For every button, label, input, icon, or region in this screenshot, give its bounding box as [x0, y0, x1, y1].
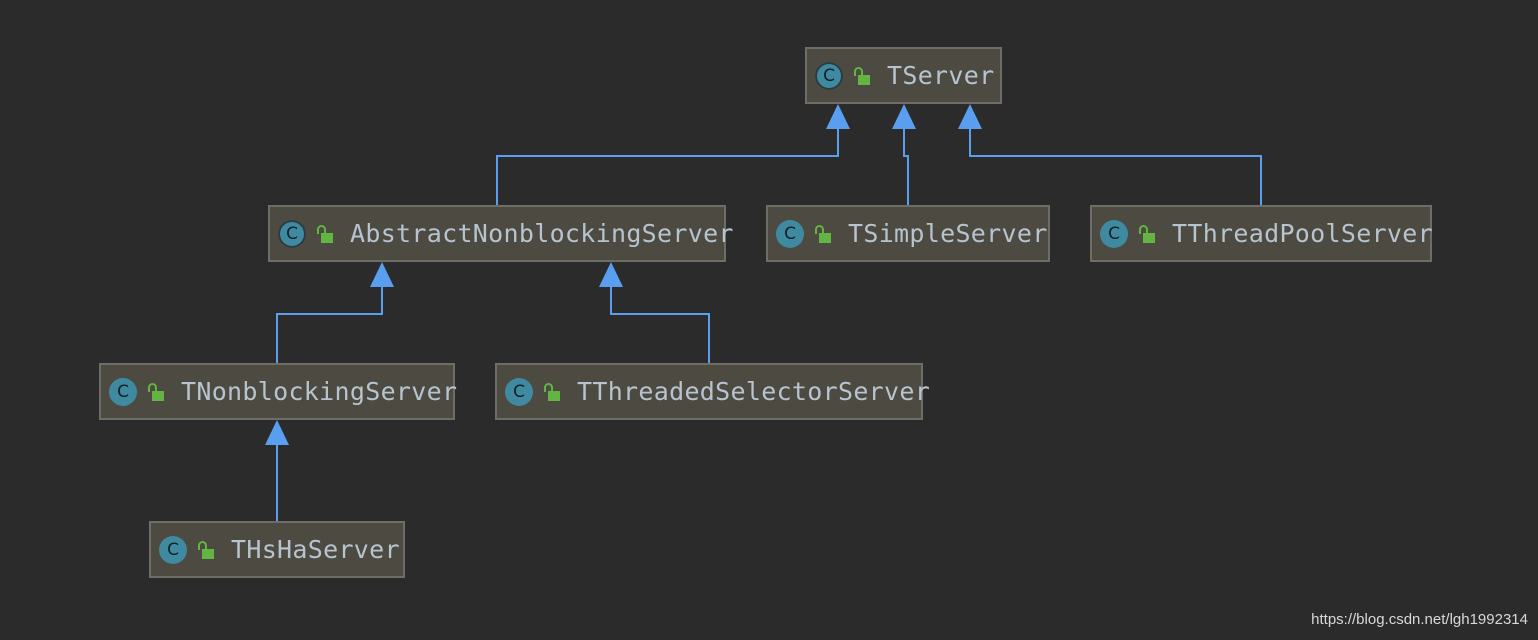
class-icon: C — [109, 377, 137, 406]
arrowhead-icon — [958, 104, 982, 129]
public-lock-icon — [147, 382, 165, 402]
class-icon: C — [159, 535, 187, 564]
arrowhead-icon — [265, 420, 289, 445]
node-label: TThreadedSelectorServer — [577, 377, 931, 406]
public-lock-icon — [316, 224, 334, 244]
edge-tthreadedselector-to-abstract — [610, 286, 710, 364]
edge-tthreadpool-to-tserver — [969, 128, 1262, 206]
edge-tnonblocking-to-abstract — [276, 286, 383, 364]
class-node-tthreadpool-server[interactable]: C TThreadPoolServer — [1090, 205, 1433, 262]
abstract-class-icon: C — [278, 219, 306, 248]
class-icon: C — [1100, 219, 1128, 248]
class-icon: C — [776, 219, 804, 248]
node-label: TThreadPoolServer — [1172, 219, 1433, 248]
class-node-tnonblocking-server[interactable]: C TNonblockingServer — [99, 363, 458, 420]
class-node-tthreaded-selector-server[interactable]: C TThreadedSelectorServer — [495, 363, 930, 420]
class-node-thsha-server[interactable]: C THsHaServer — [149, 521, 405, 578]
arrowhead-icon — [370, 262, 394, 287]
edge-tsimple-to-tserver — [903, 128, 909, 206]
class-node-abstract-nonblocking-server[interactable]: C AbstractNonblockingServer — [268, 205, 733, 262]
abstract-class-icon: C — [815, 61, 843, 90]
node-label: TSimpleServer — [848, 219, 1048, 248]
public-lock-icon — [814, 224, 832, 244]
watermark-url: https://blog.csdn.net/lgh1992314 — [1311, 611, 1528, 628]
arrowhead-icon — [892, 104, 916, 129]
node-label: TNonblockingServer — [181, 377, 458, 406]
public-lock-icon — [197, 540, 215, 560]
node-label: AbstractNonblockingServer — [350, 219, 734, 248]
public-lock-icon — [1138, 224, 1156, 244]
public-lock-icon — [853, 66, 871, 86]
node-label: TServer — [887, 61, 995, 90]
class-node-tserver[interactable]: C TServer — [805, 47, 1002, 104]
node-label: THsHaServer — [231, 535, 400, 564]
arrowhead-icon — [826, 104, 850, 129]
arrowhead-icon — [599, 262, 623, 287]
edge-abstract-to-tserver — [496, 128, 839, 206]
class-node-tsimple-server[interactable]: C TSimpleServer — [766, 205, 1050, 262]
public-lock-icon — [543, 382, 561, 402]
class-icon: C — [505, 377, 533, 406]
